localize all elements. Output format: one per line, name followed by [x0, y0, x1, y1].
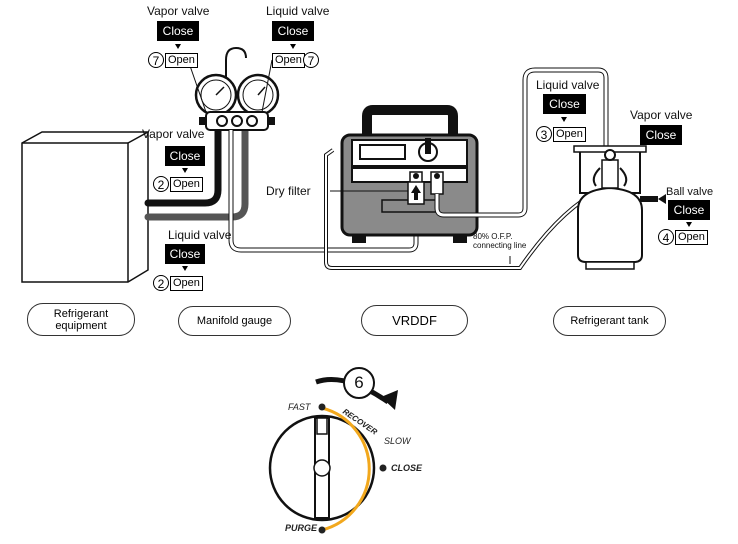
arrow-down-icon	[686, 222, 692, 227]
step-number: 4	[658, 229, 674, 245]
recovery-unit-drawing	[330, 105, 479, 243]
ball-valve-4-open: 4 Open	[658, 229, 710, 245]
mode-dial-drawing	[268, 367, 398, 534]
liquid-valve-3-open: 3 Open	[536, 126, 588, 142]
step-number: 2	[153, 275, 169, 291]
leader-lines	[187, 59, 273, 113]
liquid-valve-3-close: Close	[543, 94, 586, 114]
arrow-down-icon	[182, 266, 188, 271]
tank-vapor-valve-close: Close	[640, 125, 682, 145]
refrigerant-equipment-drawing	[21, 131, 149, 283]
dial-fast-label: FAST	[288, 402, 311, 412]
step-number: 2	[153, 176, 169, 192]
dial-purge-label: PURGE	[285, 523, 318, 533]
vapor-valve-2-open: 2 Open	[153, 176, 205, 192]
arrow-down-icon	[290, 44, 296, 49]
liquid-valve-2-title: Liquid valve	[168, 228, 232, 242]
vapor-valve-7-close: Close	[157, 21, 199, 41]
vapor-valve-2-close: Close	[165, 146, 205, 166]
dial-step-number: 6	[354, 373, 364, 392]
equipment-label-line2: equipment	[55, 319, 107, 332]
vapor-valve-2-title: Vapor valve	[142, 127, 205, 141]
liquid-valve-7-title: Liquid valve	[266, 4, 330, 18]
arrow-down-icon	[561, 117, 567, 122]
liquid-valve-3-title: Liquid valve	[536, 78, 600, 92]
vapor-valve-7-title: Vapor valve	[147, 4, 210, 18]
vrddf-label: VRDDF	[361, 305, 468, 336]
step-number: 3	[536, 126, 552, 142]
dial-close-label: CLOSE	[391, 463, 423, 473]
dry-filter-label: Dry filter	[266, 184, 311, 198]
dial-slow-label: SLOW	[384, 436, 411, 446]
ofp-connecting-line	[324, 148, 601, 270]
refrigerant-equipment-label: Refrigerant equipment	[27, 303, 135, 336]
arrow-down-icon	[175, 44, 181, 49]
manifold-gauge-label: Manifold gauge	[178, 306, 291, 336]
open-label: Open	[170, 177, 203, 192]
ofp-label-line1: 80% O.F.P.	[473, 232, 513, 241]
open-label: Open	[675, 230, 708, 245]
ball-valve-close: Close	[668, 200, 710, 220]
equipment-label-line1: Refrigerant	[53, 307, 109, 320]
open-label: Open	[165, 53, 198, 68]
liquid-valve-2-open: 2 Open	[153, 275, 205, 291]
ofp-label-line2: connecting line	[473, 241, 527, 250]
liquid-valve-7-open: Open 7	[272, 52, 324, 68]
refrigerant-tank-label: Refrigerant tank	[553, 306, 666, 336]
arrow-down-icon	[182, 168, 188, 173]
tank-vapor-valve-title: Vapor valve	[630, 108, 693, 122]
liquid-valve-7-close: Close	[272, 21, 314, 41]
manifold-gauge-drawing	[194, 46, 280, 131]
step-number: 7	[148, 52, 164, 68]
step-number: 7	[303, 52, 319, 68]
liquid-valve-2-close: Close	[165, 244, 205, 264]
vapor-valve-7-open: 7 Open	[148, 52, 200, 68]
unit-to-tank-hose	[434, 67, 609, 218]
ball-valve-title: Ball valve	[666, 186, 714, 198]
open-label: Open	[553, 127, 586, 142]
open-label: Open	[272, 53, 305, 68]
open-label: Open	[170, 276, 203, 291]
refrigerant-tank-drawing	[573, 145, 666, 270]
